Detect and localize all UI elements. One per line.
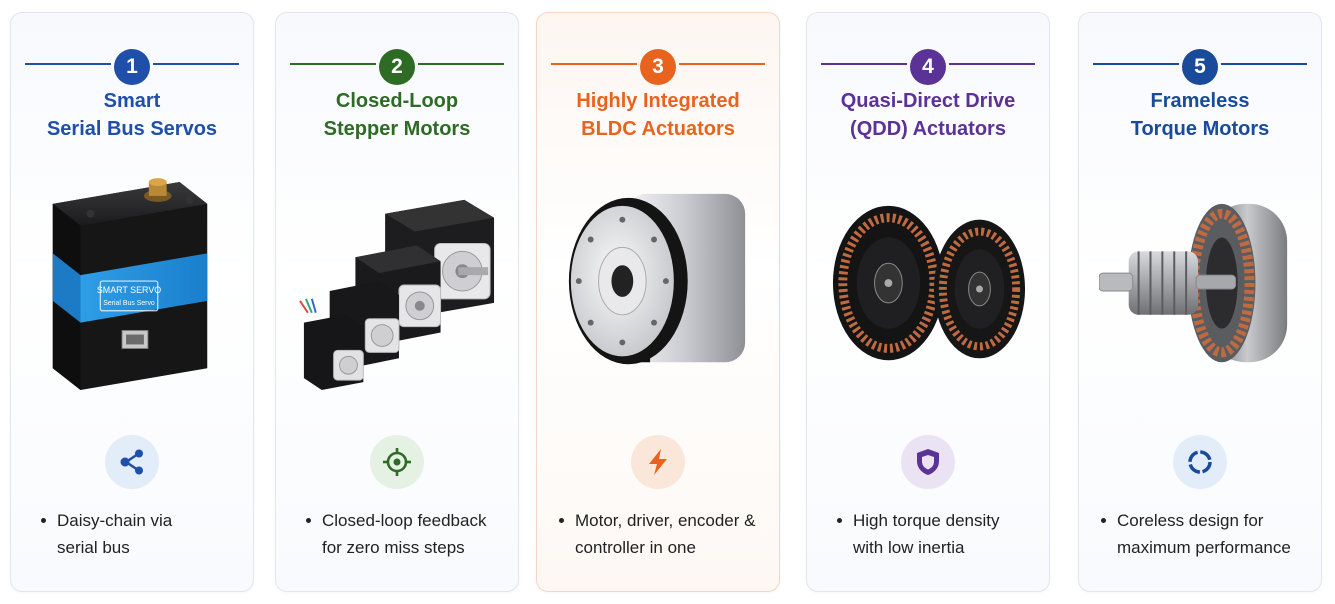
bullet-line-1: Closed-loop feedback xyxy=(322,511,487,530)
card-number-row: 4 xyxy=(807,35,1049,85)
card-number-badge: 3 xyxy=(640,49,676,85)
share-network-icon xyxy=(120,449,143,475)
bullet-dot xyxy=(41,518,46,523)
card-number-badge: 1 xyxy=(114,49,150,85)
servo-label-line-1: SMART SERVO xyxy=(97,285,161,295)
card-title-line-2: BLDC Actuators xyxy=(581,118,735,140)
ring-icon xyxy=(1188,450,1212,474)
bullet-dot xyxy=(559,518,564,523)
card-title: Quasi-Direct Drive (QDD) Actuators xyxy=(815,87,1041,143)
card-title-line-2: Torque Motors xyxy=(1130,118,1270,140)
card-title-line-1: Frameless xyxy=(1150,90,1250,112)
bullet-line-2: for zero miss steps xyxy=(322,538,465,557)
card-title: Smart Serial Bus Servos xyxy=(19,87,245,143)
card-title-line-2: Stepper Motors xyxy=(323,118,471,140)
card-number-row: 2 xyxy=(276,35,518,85)
card-bullet-point: Daisy-chain via serial bus xyxy=(41,507,243,561)
bullet-line-1: High torque density xyxy=(853,511,1000,530)
icon-circle xyxy=(1173,435,1227,489)
card-frameless-torque-motors: 5 Frameless Torque Motors xyxy=(1078,12,1322,592)
bullet-dot xyxy=(1101,518,1106,523)
bullet-line-1: Daisy-chain via xyxy=(57,511,173,530)
bullet-dot xyxy=(837,518,842,523)
icon-circle xyxy=(370,435,424,489)
bullet-dot xyxy=(306,518,311,523)
card-bullet-point: Closed-loop feedback for zero miss steps xyxy=(306,507,508,561)
card-title-line-1: Quasi-Direct Drive xyxy=(840,90,1016,112)
divider-line-right xyxy=(418,63,504,65)
target-icon xyxy=(383,448,411,476)
card-number-badge: 5 xyxy=(1182,49,1218,85)
card-closed-loop-stepper-motors: 2 Closed-Loop Stepper Motors xyxy=(275,12,519,592)
shield-icon xyxy=(917,449,939,475)
card-bullet-point: Coreless design for maximum performance xyxy=(1101,507,1311,561)
servo-label-line-2: Serial Bus Servo xyxy=(103,300,155,307)
stepper-motors-product-image xyxy=(296,173,498,403)
lightning-bolt-icon xyxy=(649,449,667,475)
bullet-line-2: serial bus xyxy=(57,538,130,557)
qdd-actuator-product-image xyxy=(827,173,1029,403)
card-title: Frameless Torque Motors xyxy=(1087,87,1313,143)
divider-line-left xyxy=(551,63,637,65)
icon-circle xyxy=(901,435,955,489)
divider-line-right xyxy=(949,63,1035,65)
bullet-line-2: maximum performance xyxy=(1117,538,1291,557)
icon-circle xyxy=(105,435,159,489)
card-number-row: 1 xyxy=(11,35,253,85)
card-qdd-actuators: 4 Quasi-Direct Drive (QDD) Actuators xyxy=(806,12,1050,592)
card-number-row: 3 xyxy=(537,35,779,85)
card-serial-bus-servos: 1 Smart Serial Bus Servos xyxy=(10,12,254,592)
card-number-badge: 4 xyxy=(910,49,946,85)
card-number-badge: 2 xyxy=(379,49,415,85)
card-title-line-1: Closed-Loop xyxy=(335,90,459,112)
card-number-row: 5 xyxy=(1079,35,1321,85)
bullet-line-1: Motor, driver, encoder & xyxy=(575,511,756,530)
card-title-line-2: Serial Bus Servos xyxy=(46,118,218,140)
divider-line-left xyxy=(821,63,907,65)
card-bldc-actuators: 3 Highly Integrated BLDC Actuators xyxy=(536,12,780,592)
card-bullet-point: Motor, driver, encoder & controller in o… xyxy=(559,507,769,561)
bullet-line-2: with low inertia xyxy=(853,538,965,557)
icon-circle xyxy=(631,435,685,489)
card-title: Highly Integrated BLDC Actuators xyxy=(545,87,771,143)
divider-line-left xyxy=(25,63,111,65)
card-title-line-2: (QDD) Actuators xyxy=(850,118,1006,140)
servo-product-image: SMART SERVO Serial Bus Servo xyxy=(31,173,233,403)
bldc-actuator-product-image xyxy=(557,173,759,403)
divider-line-right xyxy=(679,63,765,65)
divider-line-right xyxy=(153,63,239,65)
divider-line-right xyxy=(1221,63,1307,65)
bullet-line-2: controller in one xyxy=(575,538,696,557)
card-bullet-point: High torque density with low inertia xyxy=(837,507,1039,561)
card-title: Closed-Loop Stepper Motors xyxy=(284,87,510,143)
divider-line-left xyxy=(290,63,376,65)
frameless-motor-product-image xyxy=(1099,173,1301,403)
card-title-line-1: Smart xyxy=(103,90,161,112)
bullet-line-1: Coreless design for xyxy=(1117,511,1264,530)
card-title-line-1: Highly Integrated xyxy=(576,90,740,112)
divider-line-left xyxy=(1093,63,1179,65)
